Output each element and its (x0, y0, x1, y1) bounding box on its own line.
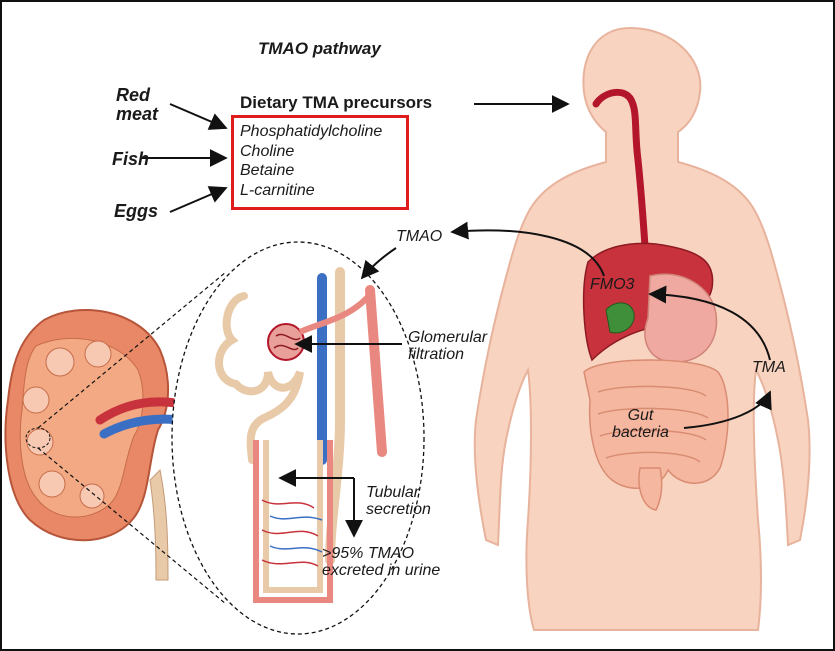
arrow-bacteria-to-tma (683, 390, 772, 429)
precursor-item: Choline (240, 142, 295, 160)
gut-bacteria-label: Gut bacteria (612, 407, 669, 441)
precursors-box: Phosphatidylcholine Choline Betaine L-ca… (231, 115, 409, 210)
precursor-item: Betaine (240, 162, 295, 179)
tubular-secretion-label: Tubular secretion (366, 484, 431, 518)
fmo3-label: FMO3 (590, 276, 635, 293)
food-eggs: Eggs (114, 201, 159, 221)
food-fish: Fish (112, 149, 150, 169)
arrows (142, 95, 772, 538)
human-body-illustration (473, 26, 811, 631)
arrow-liver-to-tmao (450, 221, 605, 277)
food-red-meat: Red meat (116, 85, 159, 124)
kidney-illustration (4, 309, 187, 581)
arrow-tma-to-fmo3 (648, 285, 771, 361)
diagram-title: TMAO pathway (258, 39, 381, 58)
arrow-red-meat (169, 103, 228, 130)
excreted-label: >95% TMAO excreted in urine (322, 545, 441, 579)
precursors-header: Dietary TMA precursors (240, 93, 433, 112)
nephron-illustration (215, 267, 387, 603)
glomerular-filtration-label: Glomerular filtration (408, 329, 488, 363)
intestines (583, 359, 729, 511)
gallbladder (605, 302, 635, 334)
precursor-item: Phosphatidylcholine (240, 123, 383, 140)
arrow-eggs (169, 186, 228, 213)
tmao-label: TMAO (396, 228, 443, 245)
arrow-tmao-to-kidney (360, 247, 397, 280)
tma-label: TMA (752, 359, 786, 376)
precursor-item: L-carnitine (240, 181, 315, 199)
